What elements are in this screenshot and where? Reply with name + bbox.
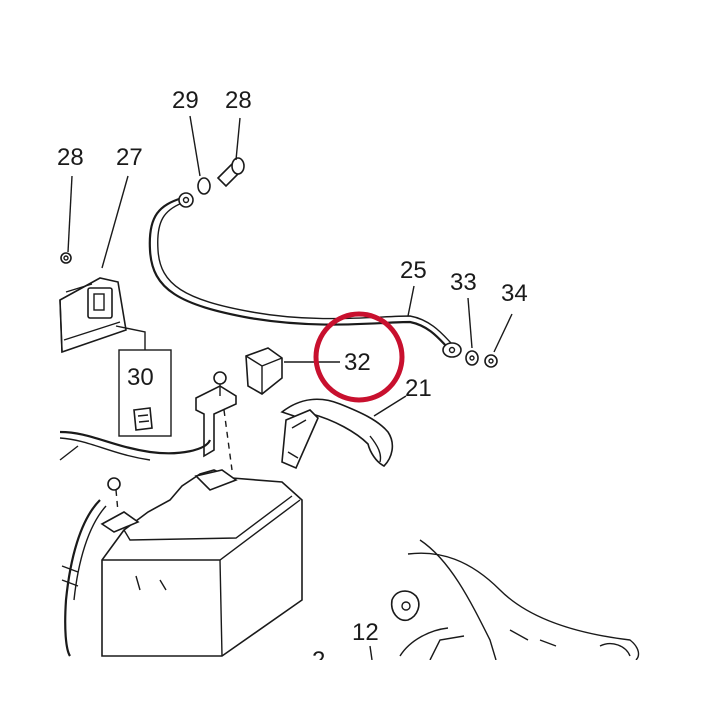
- nut-34: [484, 354, 498, 368]
- callout-12: 12: [352, 619, 379, 646]
- callout-25: 25: [400, 257, 427, 284]
- bolt-28-top: [216, 157, 245, 188]
- crop-mask: [0, 660, 720, 720]
- highlight-circle: [313, 311, 405, 403]
- positive-cable: [148, 192, 462, 358]
- terminal-bracket: [195, 371, 237, 471]
- callout-27: 27: [116, 144, 143, 171]
- callout-28-left: 28: [57, 144, 84, 171]
- washer-33: [465, 350, 479, 366]
- nut-28-left: [60, 252, 72, 264]
- callout-32: 32: [344, 349, 371, 376]
- ecu-module: [59, 277, 127, 354]
- leader-lines: [67, 115, 513, 661]
- battery: [100, 469, 303, 657]
- fuse-box: [115, 325, 172, 437]
- frame: [390, 539, 640, 661]
- washer-29: [197, 177, 211, 195]
- callout-34: 34: [501, 280, 528, 307]
- battery-strap: [280, 398, 394, 470]
- callout-28-top: 28: [225, 87, 252, 114]
- callout-33: 33: [450, 269, 477, 296]
- wire-left: [59, 430, 212, 657]
- callout-29: 29: [172, 87, 199, 114]
- terminal-cover: [245, 347, 283, 395]
- callout-21: 21: [405, 375, 432, 402]
- callout-30: 30: [127, 364, 154, 391]
